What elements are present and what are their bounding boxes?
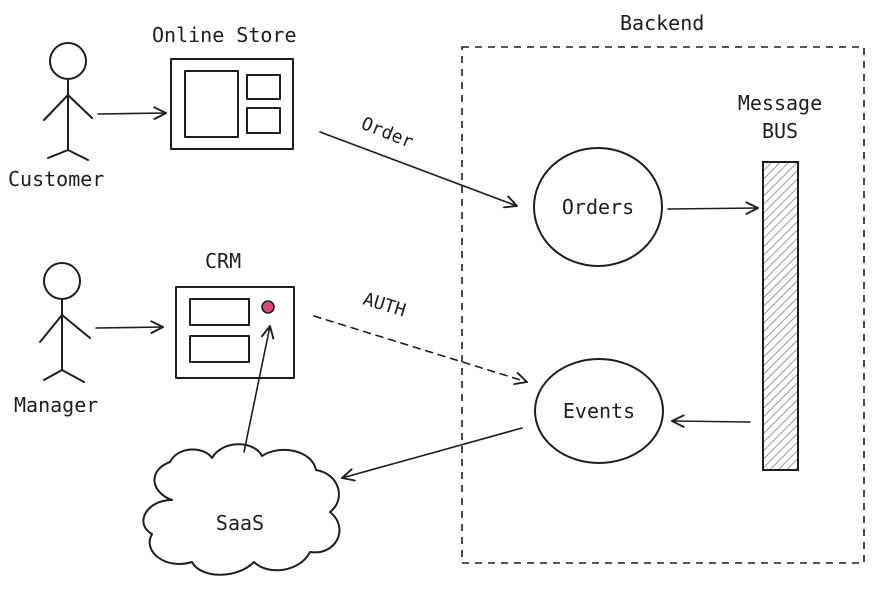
crm-to-events-auth-arrow [313,315,528,386]
message-bus-label-line1: Message [738,91,822,115]
store-to-orders-arrow [319,131,518,209]
online-store-box [170,58,294,150]
crm-label: CRM [205,249,241,273]
message-bus-label-line2: BUS [762,119,798,143]
crm-status-dot [261,300,275,314]
message-bus [762,161,799,471]
saas-label: SaaS [216,511,264,535]
orders-label: Orders [562,195,634,219]
auth-edge-label: AUTH [361,289,409,322]
saas-cloud [142,443,341,576]
backend-label: Backend [620,11,704,35]
events-node [534,358,664,464]
bus-to-events-arrow [671,414,751,428]
customer-to-store-arrow [97,106,167,120]
crm-box [175,286,295,379]
backend-container [461,46,865,564]
saas-to-crm-arrow [243,325,275,453]
online-store-label: Online Store [152,23,297,47]
manager-actor [39,262,91,383]
customer-actor [43,42,93,161]
events-to-saas-arrow [341,427,523,482]
order-edge-label: Order [358,113,416,153]
manager-to-crm-arrow [95,320,164,334]
customer-label: Customer [8,167,104,191]
events-label: Events [563,399,635,423]
orders-to-bus-arrow [667,201,759,215]
orders-node [533,147,663,267]
manager-label: Manager [14,393,98,417]
